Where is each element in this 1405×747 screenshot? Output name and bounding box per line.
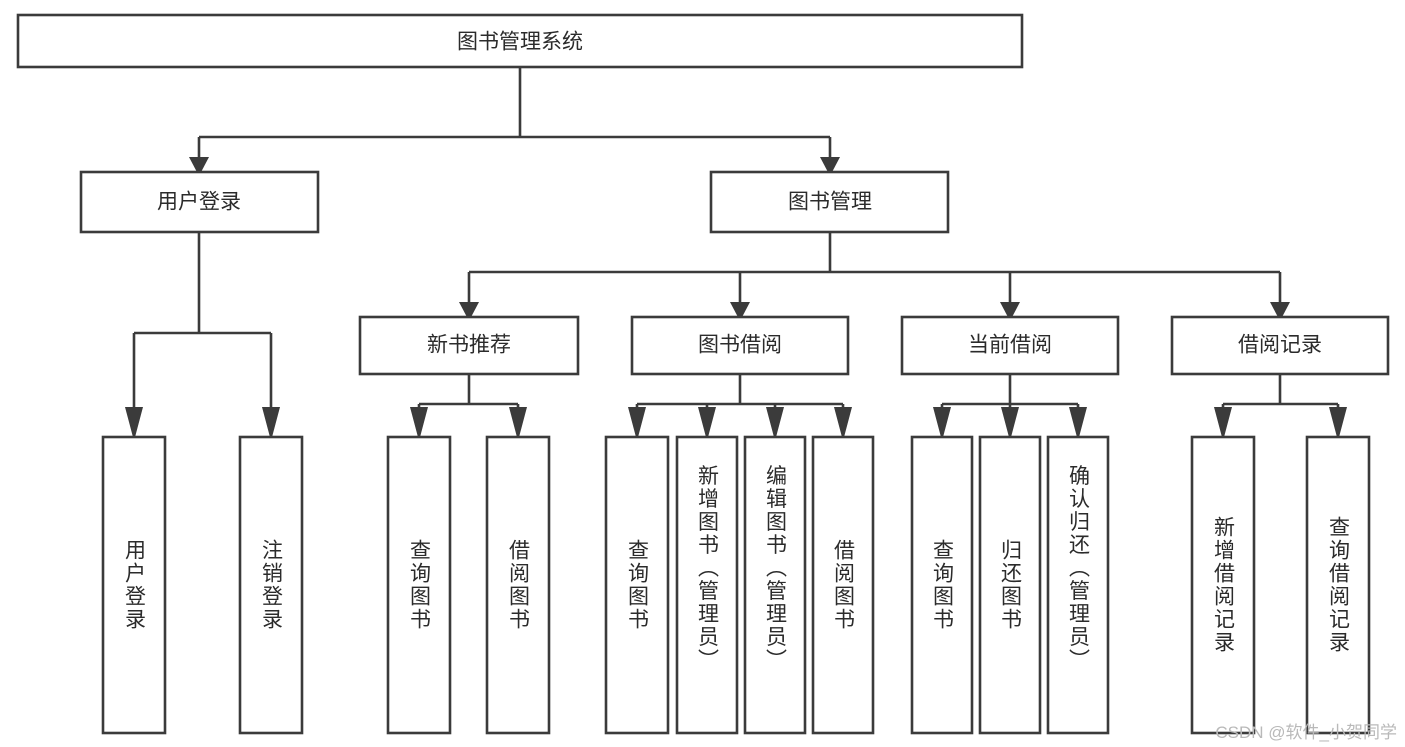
arrowhead-leaf-add-record xyxy=(1214,407,1232,441)
node-book-borrow-label: 图书借阅 xyxy=(698,334,782,357)
node-current-borrow-label: 当前借阅 xyxy=(968,334,1052,357)
node-leaf-borrow-book[interactable]: 借阅图书 xyxy=(811,435,875,735)
node-leaf-add-record-label: 新增借阅记录 xyxy=(1212,516,1236,654)
node-leaf-user-login-box[interactable] xyxy=(101,435,167,735)
node-leaf-add-record[interactable]: 新增借阅记录 xyxy=(1190,435,1256,735)
node-user-login[interactable]: 用户登录 xyxy=(79,170,320,234)
arrowhead-group xyxy=(125,157,1347,441)
node-user-login-label: 用户登录 xyxy=(157,191,241,214)
arrowhead-leaf-user-logout xyxy=(262,407,280,441)
node-leaf-user-login-label: 用户登录 xyxy=(123,539,147,631)
node-leaf-edit-book-label: 编辑图书（管理员） xyxy=(764,465,788,672)
arrowhead-leaf-query-book-borrow xyxy=(628,407,646,441)
node-new-book-rec[interactable]: 新书推荐 xyxy=(358,315,580,376)
arrowhead-leaf-confirm-return xyxy=(1069,407,1087,441)
node-leaf-query-book-current-label: 查询图书 xyxy=(931,539,955,631)
node-leaf-return-book-box[interactable] xyxy=(978,435,1042,735)
node-leaf-edit-book[interactable]: 编辑图书（管理员） xyxy=(743,435,807,735)
node-book-borrow-box[interactable] xyxy=(630,315,850,376)
node-leaf-query-book-rec-box[interactable] xyxy=(386,435,452,735)
node-leaf-return-book[interactable]: 归还图书 xyxy=(978,435,1042,735)
arrowhead-leaf-query-book-current xyxy=(933,407,951,441)
node-book-manage[interactable]: 图书管理 xyxy=(709,170,950,234)
arrowhead-current-borrow xyxy=(1000,302,1020,321)
arrowhead-user-login xyxy=(189,157,209,176)
node-borrow-record[interactable]: 借阅记录 xyxy=(1170,315,1390,376)
node-book-manage-label: 图书管理 xyxy=(788,191,872,214)
arrowhead-leaf-query-record xyxy=(1329,407,1347,441)
arrowhead-leaf-return-book xyxy=(1001,407,1019,441)
node-current-borrow[interactable]: 当前借阅 xyxy=(900,315,1120,376)
node-leaf-confirm-return-box[interactable] xyxy=(1046,435,1110,735)
node-leaf-confirm-return[interactable]: 确认归还（管理员） xyxy=(1046,435,1110,735)
node-leaf-query-record[interactable]: 查询借阅记录 xyxy=(1305,435,1371,735)
node-leaf-query-record-label: 查询借阅记录 xyxy=(1327,516,1351,654)
node-leaf-borrow-book-box[interactable] xyxy=(811,435,875,735)
node-book-borrow[interactable]: 图书借阅 xyxy=(630,315,850,376)
arrowhead-leaf-edit-book xyxy=(766,407,784,441)
arrowhead-new-book-rec xyxy=(459,302,479,321)
node-root-label: 图书管理系统 xyxy=(457,31,583,54)
node-new-book-rec-label: 新书推荐 xyxy=(427,334,511,357)
node-leaf-query-book-current-box[interactable] xyxy=(910,435,974,735)
node-leaf-add-record-box[interactable] xyxy=(1190,435,1256,735)
node-leaf-borrow-book-rec[interactable]: 借阅图书 xyxy=(485,435,551,735)
node-borrow-record-box[interactable] xyxy=(1170,315,1390,376)
arrowhead-book-borrow xyxy=(730,302,750,321)
node-leaf-add-book-label: 新增图书（管理员） xyxy=(696,465,720,672)
node-leaf-query-record-box[interactable] xyxy=(1305,435,1371,735)
node-borrow-record-label: 借阅记录 xyxy=(1238,334,1322,357)
node-leaf-user-logout[interactable]: 注销登录 xyxy=(238,435,304,735)
node-leaf-query-book-borrow-box[interactable] xyxy=(604,435,670,735)
node-leaf-query-book-rec[interactable]: 查询图书 xyxy=(386,435,452,735)
node-leaf-add-book[interactable]: 新增图书（管理员） xyxy=(675,435,739,735)
arrowhead-leaf-user-login xyxy=(125,407,143,441)
arrowhead-book-manage xyxy=(820,157,840,176)
node-new-book-rec-box[interactable] xyxy=(358,315,580,376)
node-leaf-user-login[interactable]: 用户登录 xyxy=(101,435,167,735)
node-leaf-user-logout-label: 注销登录 xyxy=(260,539,284,631)
node-leaf-edit-book-box[interactable] xyxy=(743,435,807,735)
node-leaf-borrow-book-label: 借阅图书 xyxy=(832,539,856,631)
node-leaf-query-book-borrow[interactable]: 查询图书 xyxy=(604,435,670,735)
node-leaf-borrow-book-rec-box[interactable] xyxy=(485,435,551,735)
node-leaf-query-book-borrow-label: 查询图书 xyxy=(626,539,650,631)
node-leaf-add-book-box[interactable] xyxy=(675,435,739,735)
node-current-borrow-box[interactable] xyxy=(900,315,1120,376)
node-leaf-borrow-book-rec-label: 借阅图书 xyxy=(507,539,531,631)
node-book-manage-box[interactable] xyxy=(709,170,950,234)
arrowhead-borrow-record xyxy=(1270,302,1290,321)
node-leaf-user-logout-box[interactable] xyxy=(238,435,304,735)
node-user-login-box[interactable] xyxy=(79,170,320,234)
arrowhead-leaf-borrow-book xyxy=(834,407,852,441)
csdn-watermark: CSDN @软件_小贺同学 xyxy=(1215,723,1397,742)
node-leaf-query-book-rec-label: 查询图书 xyxy=(408,539,432,631)
arrowhead-leaf-add-book xyxy=(698,407,716,441)
node-root[interactable]: 图书管理系统 xyxy=(16,13,1024,69)
node-leaf-query-book-current[interactable]: 查询图书 xyxy=(910,435,974,735)
node-leaf-confirm-return-label: 确认归还（管理员） xyxy=(1067,465,1091,672)
node-leaf-return-book-label: 归还图书 xyxy=(999,539,1023,631)
connector-group xyxy=(132,67,1340,407)
arrowhead-leaf-borrow-book-rec xyxy=(509,407,527,441)
arrowhead-leaf-query-book-rec xyxy=(410,407,428,441)
node-root-box[interactable] xyxy=(16,13,1024,69)
